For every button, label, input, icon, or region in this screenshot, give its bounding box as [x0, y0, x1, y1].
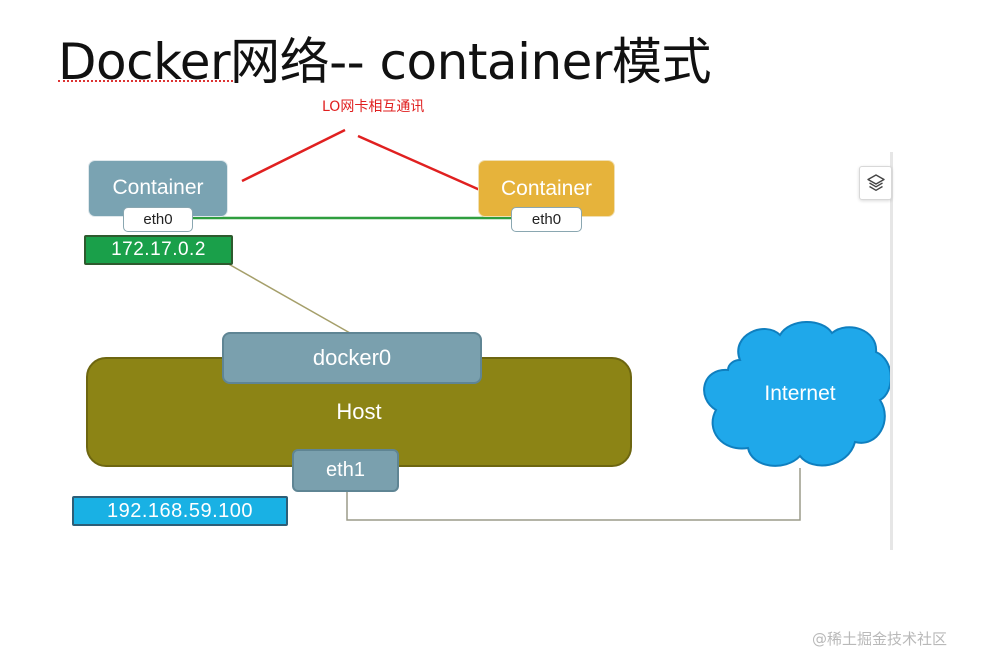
container-right-eth0: eth0: [511, 207, 582, 232]
container-left-eth0: eth0: [123, 207, 193, 232]
container-ip-badge: 172.17.0.2: [84, 235, 233, 265]
annotation-lo-label: LO网卡相互通讯: [322, 99, 425, 115]
internet-cloud-icon: [703, 321, 892, 467]
container-docker0-link: [224, 261, 351, 334]
internet-label: Internet: [764, 382, 836, 405]
host-eth1: eth1: [292, 449, 399, 492]
watermark: @稀土掘金技术社区: [812, 630, 948, 648]
eth1-internet-link: [346, 468, 801, 521]
spellcheck-underline: [58, 77, 233, 82]
panel-divider: [890, 152, 893, 550]
docker0-bridge: docker0: [222, 332, 482, 384]
annotation-line-right: [357, 134, 481, 192]
layers-icon: [866, 174, 885, 191]
host-ip-badge: 192.168.59.100: [72, 496, 288, 526]
container-right: Container: [479, 161, 614, 216]
annotation-line-left: [241, 128, 346, 183]
layers-button[interactable]: [859, 166, 892, 200]
container-left: Container: [89, 161, 227, 216]
